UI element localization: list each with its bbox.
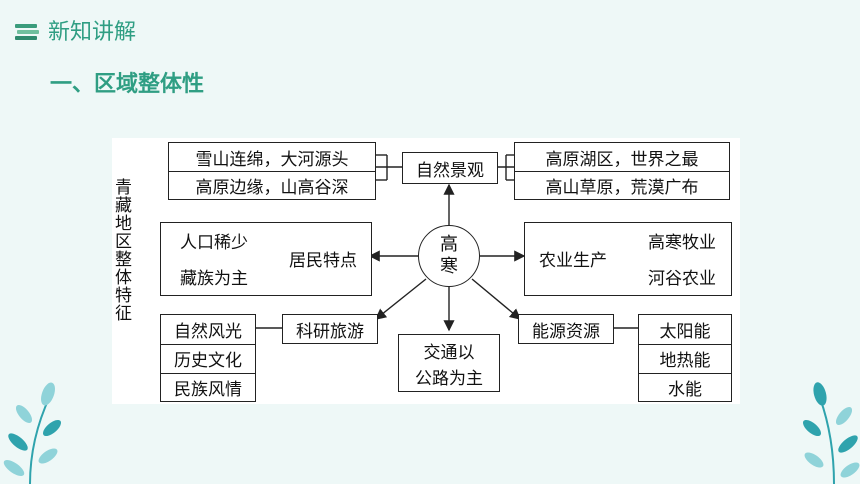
agriculture-box: 农业生产 高寒牧业 河谷农业 xyxy=(524,222,732,296)
agriculture-item: 河谷农业 xyxy=(648,268,716,289)
landscape-left-item: 雪山连绵，大河源头 xyxy=(169,143,375,172)
natural-landscape-left-box: 雪山连绵，大河源头 高原边缘，山高谷深 xyxy=(168,142,376,200)
center-char: 寒 xyxy=(440,256,458,277)
landscape-right-item: 高山草原，荒漠广布 xyxy=(545,177,699,198)
leaf-decoration-right-icon xyxy=(802,382,860,484)
natural-landscape-box: 自然景观 xyxy=(402,152,498,184)
residents-item: 人口稀少 xyxy=(180,232,248,253)
transport-box: 交通以 公路为主 xyxy=(398,334,500,392)
diagram-vertical-title: 青藏地区整体特征 xyxy=(111,178,131,322)
tourism-item: 自然风光 xyxy=(161,315,255,345)
energy-item: 地热能 xyxy=(639,344,731,374)
landscape-left-item: 高原边缘，山高谷深 xyxy=(195,177,349,198)
residents-box: 人口稀少 藏族为主 居民特点 xyxy=(160,222,372,296)
energy-box: 能源资源 xyxy=(518,314,614,344)
center-char: 高 xyxy=(440,234,458,255)
natural-landscape-right-box: 高原湖区，世界之最 高山草原，荒漠广布 xyxy=(514,142,730,200)
energy-item: 水能 xyxy=(668,379,702,400)
energy-items-box: 太阳能 地热能 水能 xyxy=(638,314,732,402)
agriculture-label: 农业生产 xyxy=(539,250,607,271)
tourism-item: 历史文化 xyxy=(161,344,255,374)
agriculture-item: 高寒牧业 xyxy=(648,232,716,253)
natural-landscape-label: 自然景观 xyxy=(416,160,484,181)
book-stack-icon xyxy=(15,24,39,40)
section-title: 一、区域整体性 xyxy=(50,72,205,97)
energy-label: 能源资源 xyxy=(532,321,600,342)
header-title: 新知讲解 xyxy=(48,20,137,45)
residents-item: 藏族为主 xyxy=(180,268,248,289)
tourism-box: 科研旅游 xyxy=(282,314,378,344)
center-circle: 高 寒 xyxy=(418,225,480,287)
transport-line: 公路为主 xyxy=(415,368,483,389)
transport-line: 交通以 xyxy=(423,342,475,363)
leaf-decoration-left-icon xyxy=(3,382,62,484)
concept-diagram: 青藏地区整体特征 雪山连绵，大河源头 高原边缘，山高谷深 自然景观 高原湖区，世… xyxy=(111,138,740,404)
tourism-items-box: 自然风光 历史文化 民族风情 xyxy=(160,314,256,402)
residents-label: 居民特点 xyxy=(289,250,357,271)
tourism-label: 科研旅游 xyxy=(296,321,364,342)
energy-item: 太阳能 xyxy=(639,315,731,345)
tourism-item: 民族风情 xyxy=(174,379,242,400)
landscape-right-item: 高原湖区，世界之最 xyxy=(515,143,729,172)
